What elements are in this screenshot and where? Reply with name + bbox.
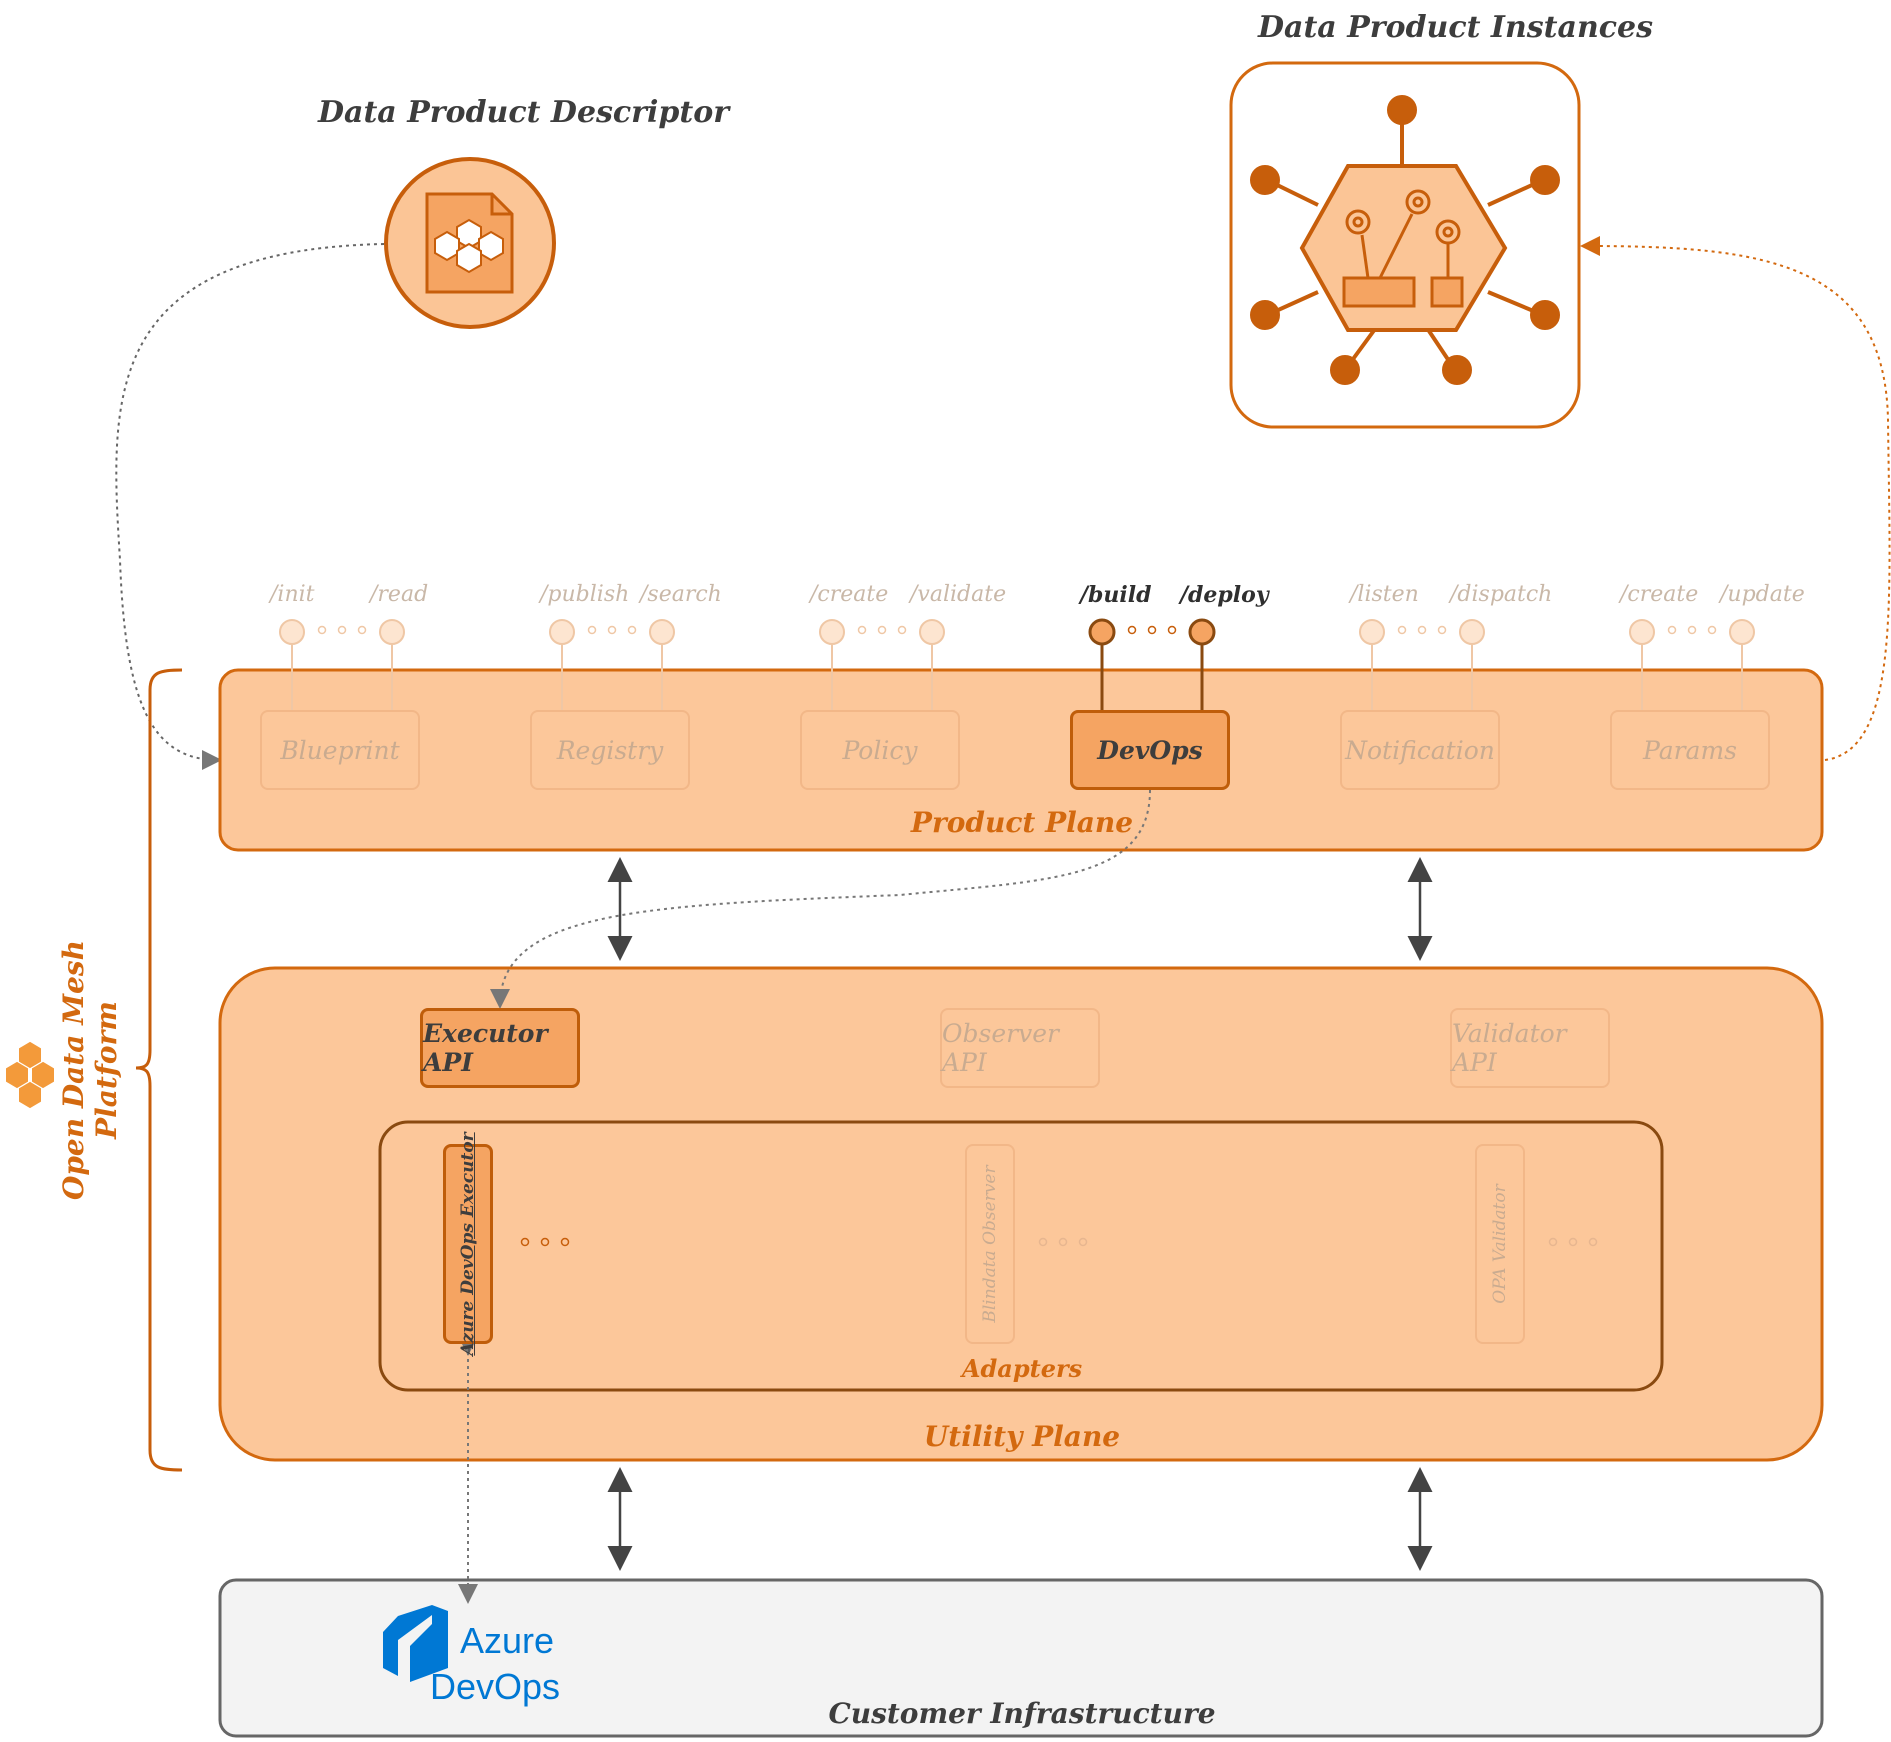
service-params[interactable]: Params	[1610, 710, 1770, 790]
adapters-panel	[378, 1120, 1664, 1392]
ellipsis-dot	[1667, 625, 1677, 635]
opa-validator-label: OPA Validator	[1490, 1184, 1510, 1304]
platform-label: Open Data Mesh Platform	[57, 939, 123, 1201]
observer-api-box[interactable]: Observer API	[940, 1008, 1100, 1088]
endpoint-pin[interactable]	[1188, 618, 1216, 646]
endpoint-label: /read	[370, 582, 429, 607]
descriptor-title: Data Product Descriptor	[318, 95, 730, 130]
instances-title: Data Product Instances	[1258, 10, 1654, 45]
service-params-label: Params	[1643, 735, 1737, 765]
endpoint-label: /create	[1620, 582, 1699, 607]
ellipsis-dot	[877, 625, 887, 635]
validator-api-box[interactable]: Validator API	[1450, 1008, 1610, 1088]
infrastructure-label: Customer Infrastructure	[828, 1697, 1216, 1730]
endpoint-pin[interactable]	[819, 619, 845, 645]
service-devops-label: DevOps	[1097, 735, 1203, 765]
ellipsis-dot	[857, 625, 867, 635]
endpoint-pin[interactable]	[1088, 618, 1116, 646]
ellipsis-dot	[317, 625, 327, 635]
ellipsis-dot	[357, 625, 367, 635]
adapters-label: Adapters	[961, 1354, 1083, 1383]
endpoint-label: /deploy	[1180, 582, 1269, 608]
observer-api-label: Observer API	[942, 1019, 1059, 1077]
opa-validator-adapter[interactable]: OPA Validator	[1475, 1144, 1525, 1344]
endpoint-label: /publish	[540, 582, 630, 607]
ellipsis-dot	[1397, 625, 1407, 635]
service-notification[interactable]: Notification	[1340, 710, 1500, 790]
ellipsis-dot	[1417, 625, 1427, 635]
platform-logo-icon	[6, 1041, 54, 1109]
azure-logo-text-line1: Azure	[460, 1620, 555, 1661]
ellipsis-dot	[1687, 625, 1697, 635]
endpoint-pin[interactable]	[649, 619, 675, 645]
blindata-observer-label: Blindata Observer	[980, 1165, 1000, 1323]
endpoint-label: /build	[1080, 582, 1152, 608]
service-blueprint-label: Blueprint	[280, 735, 400, 765]
endpoint-label: /create	[810, 582, 889, 607]
ellipsis-dot	[627, 625, 637, 635]
azure-logo-text-line2: DevOps	[430, 1666, 561, 1707]
service-notification-label: Notification	[1345, 735, 1495, 765]
endpoint-pin[interactable]	[1459, 619, 1485, 645]
azure-devops-icon	[383, 1605, 448, 1682]
endpoint-pin[interactable]	[919, 619, 945, 645]
endpoint-pin[interactable]	[279, 619, 305, 645]
service-registry-label: Registry	[556, 735, 664, 765]
instances-hexagon-icon	[1250, 95, 1560, 385]
executor-api-box[interactable]: Executor API	[420, 1008, 580, 1088]
blindata-observer-adapter[interactable]: Blindata Observer	[965, 1144, 1015, 1344]
service-blueprint[interactable]: Blueprint	[260, 710, 420, 790]
endpoint-label: /init	[270, 582, 315, 607]
service-policy-label: Policy	[842, 735, 918, 765]
ellipsis-dot	[1167, 625, 1177, 635]
azure-devops-executor-adapter[interactable]: Azure DevOps Executor	[443, 1132, 493, 1356]
endpoint-pin[interactable]	[379, 619, 405, 645]
ellipsis-dot	[1707, 625, 1717, 635]
ellipsis-dot	[607, 625, 617, 635]
endpoint-label: /validate	[910, 582, 1007, 607]
endpoint-pin[interactable]	[1359, 619, 1385, 645]
ellipsis-dot	[1147, 625, 1157, 635]
endpoint-label: /listen	[1350, 582, 1419, 607]
service-registry[interactable]: Registry	[530, 710, 690, 790]
endpoint-label: /dispatch	[1450, 582, 1553, 607]
product-plane-label: Product Plane	[910, 806, 1134, 839]
endpoint-pin[interactable]	[1729, 619, 1755, 645]
ellipsis-dot	[587, 625, 597, 635]
ellipsis-dot	[897, 625, 907, 635]
endpoint-label: /update	[1720, 582, 1805, 607]
validator-api-label: Validator API	[1452, 1019, 1567, 1077]
ellipsis-dot	[1437, 625, 1447, 635]
utility-plane-label: Utility Plane	[923, 1420, 1121, 1453]
service-devops[interactable]: DevOps	[1070, 710, 1230, 790]
executor-api-label: Executor API	[423, 1019, 548, 1077]
infrastructure-panel	[218, 1578, 1824, 1738]
ellipsis-dot	[337, 625, 347, 635]
ellipsis-dot	[1127, 625, 1137, 635]
service-policy[interactable]: Policy	[800, 710, 960, 790]
endpoint-label: /search	[640, 582, 722, 607]
endpoint-pin[interactable]	[549, 619, 575, 645]
endpoint-pin[interactable]	[1629, 619, 1655, 645]
azure-devops-executor-label: Azure DevOps Executor	[458, 1132, 478, 1356]
